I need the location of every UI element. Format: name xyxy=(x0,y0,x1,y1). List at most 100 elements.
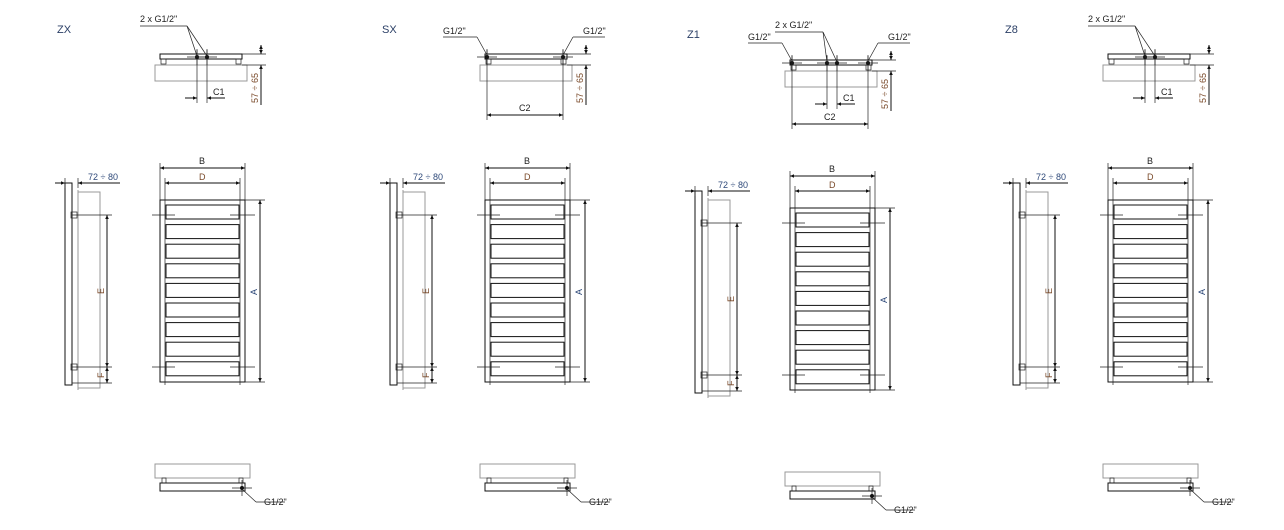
radiator-top-outline xyxy=(1107,53,1191,60)
leader-line xyxy=(186,25,198,57)
arrowhead xyxy=(864,122,868,126)
radiator-front-outline xyxy=(484,199,571,383)
radiator-front-outline xyxy=(159,199,246,383)
arrowhead xyxy=(735,371,739,375)
arrowhead xyxy=(1108,166,1112,170)
wall-distance-side-label: 72 ÷ 80 xyxy=(1036,172,1066,182)
arrowhead xyxy=(888,386,892,390)
radiator-bar xyxy=(1113,322,1188,338)
front-view: BDA xyxy=(477,156,590,385)
arrowhead xyxy=(888,208,892,212)
radiator-bottom-outline xyxy=(1107,482,1194,492)
arrowhead xyxy=(583,200,587,204)
arrowhead xyxy=(259,65,263,69)
radiator-bar xyxy=(165,204,240,220)
arrowhead xyxy=(871,174,875,178)
arrowhead xyxy=(258,200,262,204)
wall-distance-side-label: 72 ÷ 80 xyxy=(718,180,748,190)
arrowhead xyxy=(193,96,197,100)
arrowhead xyxy=(790,174,794,178)
arrowhead xyxy=(795,189,799,193)
radiator-side-outline xyxy=(389,182,398,386)
arrowhead xyxy=(1206,200,1210,204)
wall-bracket xyxy=(235,58,242,65)
arrowhead xyxy=(1155,96,1159,100)
panel-title: Z8 xyxy=(1005,24,1018,36)
radiator-bottom-outline xyxy=(159,482,246,492)
wall-bracket xyxy=(790,64,797,71)
c1-label: C1 xyxy=(1161,87,1173,97)
radiator-bar xyxy=(1113,243,1188,259)
arrowhead xyxy=(207,96,211,100)
radiator-top-outline xyxy=(159,53,243,60)
arrowhead xyxy=(105,379,109,383)
d-label: D xyxy=(1147,172,1154,182)
wall-bracket xyxy=(1183,58,1190,65)
arrowhead xyxy=(889,71,893,75)
bottom-view: G1/2" xyxy=(479,463,612,507)
arrowhead xyxy=(430,215,434,219)
radiator-bar xyxy=(1113,361,1188,377)
radiator-bar xyxy=(165,341,240,357)
arrowhead xyxy=(1207,50,1211,54)
arrowhead xyxy=(823,102,827,106)
f-label: F xyxy=(421,372,431,378)
arrowhead xyxy=(259,50,263,54)
radiator-bar xyxy=(490,204,565,220)
a-label: A xyxy=(879,297,889,303)
wall-bracket xyxy=(868,485,874,492)
radiator-bar xyxy=(165,224,240,240)
c1-label: C1 xyxy=(843,93,855,103)
arrowhead xyxy=(61,181,65,185)
connection-right-label: G1/2" xyxy=(583,26,606,36)
radiator-bar xyxy=(165,361,240,377)
f-label: F xyxy=(726,380,736,386)
radiator-bar xyxy=(165,302,240,318)
radiator-bar xyxy=(490,282,565,298)
arrowhead xyxy=(889,56,893,60)
f-label: F xyxy=(96,372,106,378)
leader-line xyxy=(562,36,574,56)
radiator-bar xyxy=(490,322,565,338)
arrowhead xyxy=(566,166,570,170)
wall-bracket xyxy=(563,477,569,484)
wall-distance-top-label: 57 ÷ 65 xyxy=(1198,73,1208,103)
b-label: B xyxy=(199,156,205,166)
arrowhead xyxy=(1207,45,1211,49)
arrowhead xyxy=(792,122,796,126)
radiator-bar xyxy=(795,251,870,267)
arrowhead xyxy=(487,113,491,117)
wall-distance-top-label: 57 ÷ 65 xyxy=(880,79,890,109)
wall-bracket xyxy=(1186,477,1192,484)
bottom-connection-label: G1/2" xyxy=(894,505,917,515)
radiator-bar xyxy=(490,224,565,240)
radiator-bar xyxy=(1113,282,1188,298)
connection-point xyxy=(240,486,244,490)
arrowhead xyxy=(403,181,407,185)
arrowhead xyxy=(490,181,494,185)
arrowhead xyxy=(1141,96,1145,100)
arrowhead xyxy=(583,378,587,382)
bottom-connection-label: G1/2" xyxy=(1212,497,1235,507)
radiator-bar xyxy=(1113,224,1188,240)
wall-bracket xyxy=(1109,477,1115,484)
arrowhead xyxy=(1206,378,1210,382)
radiator-bar xyxy=(1113,341,1188,357)
e-label: E xyxy=(96,288,106,294)
leader-line xyxy=(1134,25,1156,57)
wall-bracket xyxy=(161,477,167,484)
radiator-bar xyxy=(165,282,240,298)
radiator-bar xyxy=(1113,263,1188,279)
connection-point xyxy=(870,494,874,498)
arrowhead xyxy=(1184,181,1188,185)
arrowhead xyxy=(105,215,109,219)
radiator-top-outline xyxy=(484,53,568,60)
connection-right-label: G1/2" xyxy=(888,32,911,42)
two-connections-label: 2 x G1/2" xyxy=(140,14,177,24)
